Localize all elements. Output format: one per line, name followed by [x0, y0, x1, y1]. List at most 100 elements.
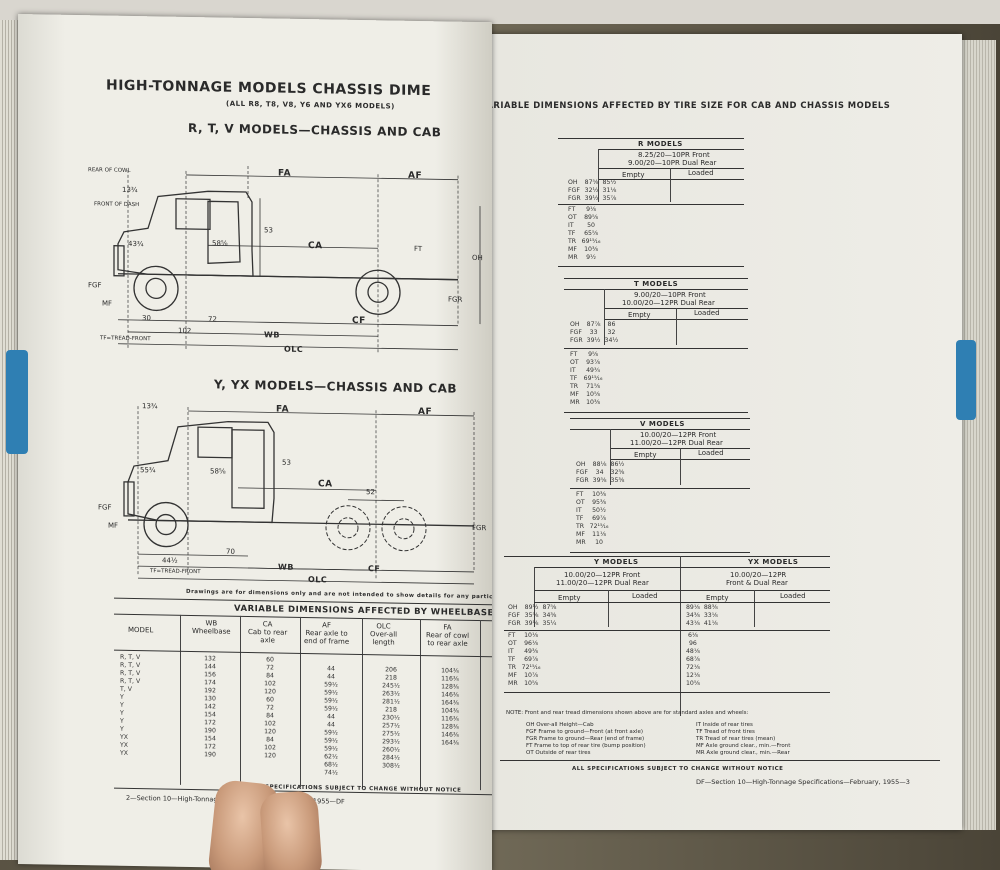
right-page-title: VARIABLE DIMENSIONS AFFECTED BY TIRE SIZ…	[480, 100, 891, 110]
label-58-5-8: 58⅝	[212, 239, 228, 248]
r-col-loaded: Loaded	[688, 169, 714, 177]
abbrev-item: MF Axle ground clear., min.—Front	[696, 743, 791, 749]
right-page: VARIABLE DIMENSIONS AFFECTED BY TIRE SIZ…	[460, 34, 962, 830]
label-tf: TF=TREAD-FRONT	[100, 335, 151, 343]
y-yx-truck-diagram	[123, 406, 475, 585]
label-44-1-2: 44½	[162, 556, 178, 565]
abbrev-item: OT Outside of rear tires	[526, 750, 591, 756]
label-wb: WB	[264, 330, 280, 340]
rtv-diagram-labels: REAR OF COWL FA AF 13¾ FRONT OF DASH 53 …	[88, 139, 488, 356]
abbrev-item: TF Tread of front tires	[696, 729, 755, 735]
left-page-title: HIGH-TONNAGE MODELS CHASSIS DIME	[106, 77, 432, 100]
label-rear-of-cowl: REAR OF COWL	[88, 167, 131, 174]
thumb-right	[258, 790, 324, 870]
table-row: 68⅞	[686, 656, 700, 663]
label-olc: OLC	[284, 344, 304, 354]
r-tire-rear: 9.00/20—10PR Dual Rear	[628, 159, 717, 167]
t-tire-front: 9.00/20—10PR Front	[634, 291, 706, 299]
y-yx-diagram-labels: 13¾ FA AF 53 55¾ 58⅝ CA 52 FGF FGR MF 70…	[98, 396, 488, 592]
label-fa: FA	[278, 168, 292, 179]
label-olc: OLC	[308, 575, 328, 585]
label-ft: FT	[414, 244, 423, 254]
col-fa: FA Rear of cowl to rear axle	[426, 623, 470, 648]
yx-single-table: 6⅛ 96 48⅛ 68⅞ 72⅛ 12⅛ 10⅝	[684, 632, 702, 688]
table-row: 72⅛	[686, 664, 700, 671]
col-wb: WB Wheelbase	[192, 619, 231, 636]
t-models-header: T MODELS	[634, 280, 679, 288]
abbrev-item: FGR Frame to ground—Rear (end of frame)	[526, 736, 645, 742]
col-af: AF Rear axle to end of frame	[304, 621, 350, 646]
y-tire-front: 10.00/20—12PR Front	[564, 571, 641, 579]
label-tf: TF=TREAD-FRONT	[150, 568, 201, 576]
v-col-loaded: Loaded	[698, 449, 724, 457]
label-ca: CA	[318, 479, 333, 490]
label-53: 53	[282, 458, 291, 467]
yx-col-loaded: Loaded	[780, 592, 806, 600]
abbrev-item: IT Inside of rear tires	[696, 722, 753, 728]
right-footer-notice: ALL SPECIFICATIONS SUBJECT TO CHANGE WIT…	[572, 766, 784, 772]
label-70: 70	[226, 547, 235, 556]
v-tire-rear: 11.00/20—12PR Dual Rear	[630, 439, 723, 447]
abbrev-item: FGF Frame to ground—Front (at front axle…	[526, 729, 644, 735]
section-tab-right[interactable]	[956, 340, 976, 420]
rtv-truck-diagram	[113, 166, 481, 355]
yx-col-empty: Empty	[706, 594, 729, 602]
label-fgf: FGF	[88, 281, 102, 290]
col-model: MODEL	[128, 625, 154, 635]
label-55-3-4: 55¾	[140, 466, 156, 475]
section-tab-left[interactable]	[6, 350, 28, 454]
col-olc: OLC Over-all length	[370, 622, 398, 647]
label-ca: CA	[308, 241, 323, 252]
table-row: 12⅛	[686, 672, 700, 679]
label-13-3-4: 13¾	[122, 185, 138, 195]
label-fgr: FGR	[448, 295, 463, 304]
y-col-empty: Empty	[558, 594, 581, 602]
y-col-loaded: Loaded	[632, 592, 658, 600]
y-models-header: Y MODELS	[594, 558, 639, 566]
section2-title: Y, YX MODELS—CHASSIS AND CAB	[214, 377, 458, 396]
t-col-loaded: Loaded	[694, 309, 720, 317]
label-af: AF	[418, 406, 433, 418]
section1-title: R, T, V MODELS—CHASSIS AND CAB	[188, 120, 442, 140]
label-mf: MF	[102, 299, 113, 308]
v-col-empty: Empty	[634, 451, 657, 459]
v-models-header: V MODELS	[640, 420, 685, 428]
abbrev-item: FT Frame to top of rear tire (bump posit…	[526, 743, 646, 749]
